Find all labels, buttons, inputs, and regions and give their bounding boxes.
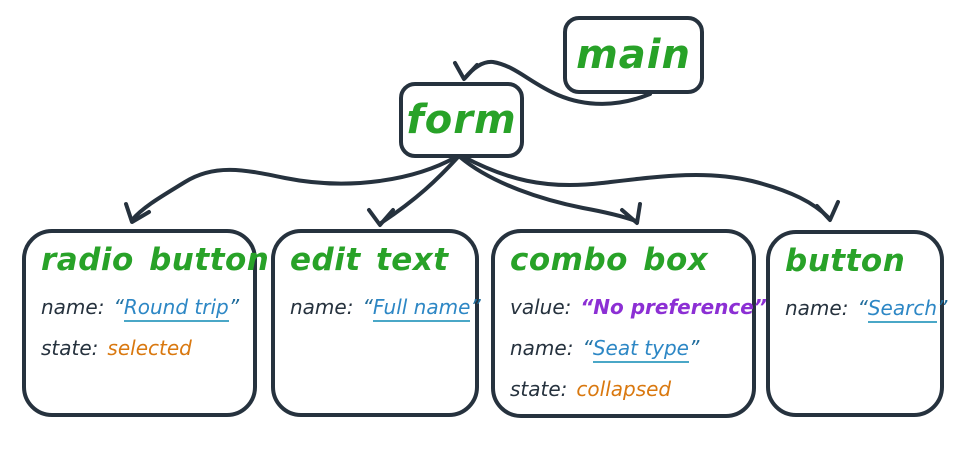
button-name-row: name: “Search” [785, 295, 947, 323]
arrowhead-main-to-form [453, 61, 479, 81]
edit-name-row: name: “Full name” [290, 294, 481, 322]
close-quote: ” [228, 294, 240, 319]
combo-state-row: state: collapsed [510, 376, 740, 402]
edit-name-value: Full name [372, 294, 471, 322]
node-form: form [399, 82, 524, 158]
arrowhead-form-to-radio [124, 202, 151, 224]
radio-state-key: state: [41, 335, 99, 360]
close-quote: ” [470, 294, 481, 319]
arrowhead-form-to-edit [367, 208, 395, 227]
combo-name-value: Seat type [592, 335, 689, 363]
combo-state-key: state: [510, 376, 568, 401]
node-main: main [563, 16, 704, 94]
button-name-value: Search [867, 295, 937, 323]
node-main-label: main [576, 32, 691, 78]
combo-name-key: name: [510, 335, 574, 360]
radio-name-row: name: “Round trip” [41, 294, 241, 322]
combo-value-value: No preference [593, 294, 754, 319]
node-radio-button-role: radio button [41, 242, 270, 278]
combo-value-key: value: [510, 294, 572, 319]
edge-form-to-combo [458, 155, 638, 223]
edit-name-key: name: [290, 294, 354, 319]
radio-state-value: selected [107, 335, 192, 360]
close-quote: ” [688, 335, 700, 360]
node-combo-box: combo box value:“No preference” name:“Se… [491, 229, 767, 418]
combo-state-value: collapsed [576, 376, 672, 401]
combo-name-row: name: “Seat type” [510, 335, 740, 363]
radio-name-value: Round trip [123, 294, 229, 322]
close-quote: ” [753, 294, 767, 319]
close-quote: ” [937, 295, 948, 320]
edge-form-to-radio [130, 155, 458, 222]
button-name-key: name: [785, 295, 849, 320]
open-quote: “ [580, 294, 594, 319]
arrowhead-form-to-button [815, 200, 840, 222]
open-quote: “ [582, 335, 593, 360]
node-button: button name: “Search” [766, 230, 947, 417]
node-button-role: button [785, 243, 906, 279]
radio-name-key: name: [41, 294, 105, 319]
node-combo-box-role: combo box [510, 242, 709, 278]
node-radio-button: radio button name: “Round trip” state: sel… [22, 229, 270, 417]
radio-state-row: state: selected [41, 335, 241, 361]
node-edit-text: edit text name: “Full name” [271, 229, 481, 417]
open-quote: “ [362, 294, 373, 319]
open-quote: “ [857, 295, 868, 320]
combo-value-row: value: “No preference” [510, 294, 767, 320]
edge-form-to-button [460, 154, 831, 220]
edge-form-to-edit [379, 155, 460, 225]
arrowhead-form-to-combo [620, 202, 642, 225]
node-edit-text-role: edit text [290, 242, 449, 278]
node-form-label: form [406, 97, 517, 143]
open-quote: “ [113, 294, 124, 319]
